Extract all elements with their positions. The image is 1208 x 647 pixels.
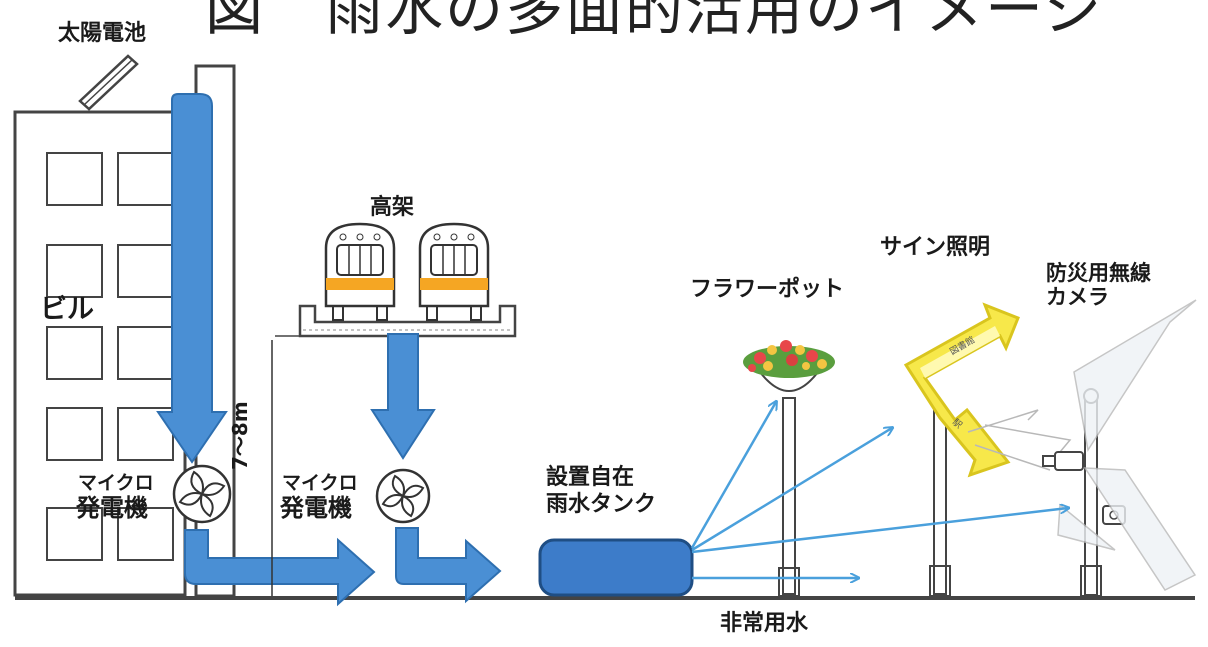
flow-arrow-building: [156, 93, 228, 464]
generator-label-line: 発電機: [76, 494, 148, 522]
micro-generator-label-1b: 発電機: [76, 494, 148, 522]
sign-lighting-label: サイン照明: [880, 235, 991, 260]
train-car: [418, 222, 490, 321]
building-label: ビル: [40, 294, 94, 325]
generator-label-line: 発電機: [280, 494, 352, 522]
camera-pole: [1042, 299, 1197, 597]
tank-label-line: 設置自在: [546, 465, 635, 490]
camera-icon: [1042, 451, 1084, 471]
emergency-water-label: 非常用水: [720, 611, 809, 636]
micro-generator-icon: [375, 468, 431, 524]
micro-generator-label-1: マイクロ: [78, 472, 154, 494]
flow-arrow-bottom-2: [395, 527, 502, 604]
micro-generator-label-2: マイクロ: [282, 472, 358, 494]
light-beams: [967, 409, 1072, 471]
diagram-title: 図 雨水の多面的活用のイメージ: [205, 0, 1104, 43]
rainwater-tank: [538, 538, 694, 597]
solar-panel: [78, 54, 139, 111]
sign-arrow: [903, 302, 1020, 478]
flow-arrow-elevated: [370, 333, 436, 460]
solar-panel-label: 太陽電池: [58, 21, 147, 46]
micro-generator-label-2b: 発電機: [280, 494, 352, 522]
flowers: [748, 340, 827, 372]
camera-beams: [1057, 299, 1197, 591]
flower-pot: [743, 340, 835, 597]
flower-pot-label: フラワーポット: [690, 277, 845, 302]
sign-lighting: 図書館 駅: [903, 302, 1072, 597]
train-car: [324, 222, 396, 321]
elevated-track: [275, 304, 517, 338]
flow-arrow-bottom-1: [184, 529, 376, 607]
tank-label-line: 雨水タンク: [546, 492, 657, 518]
elevated-label: 高架: [370, 195, 415, 220]
generator-label-line: マイクロ: [78, 472, 154, 494]
tank-label: 設置自在 雨水タンク: [546, 466, 656, 516]
distribution-arrows: [690, 402, 1068, 578]
generator-label-line: マイクロ: [282, 472, 358, 494]
micro-generator-icon: [172, 464, 232, 524]
camera-label: 防災用無線 カメラ: [1046, 262, 1151, 308]
camera-label-line: カメラ: [1046, 285, 1109, 310]
height-label: 7～8m: [228, 401, 252, 470]
camera-label-line: 防災用無線: [1046, 261, 1151, 285]
